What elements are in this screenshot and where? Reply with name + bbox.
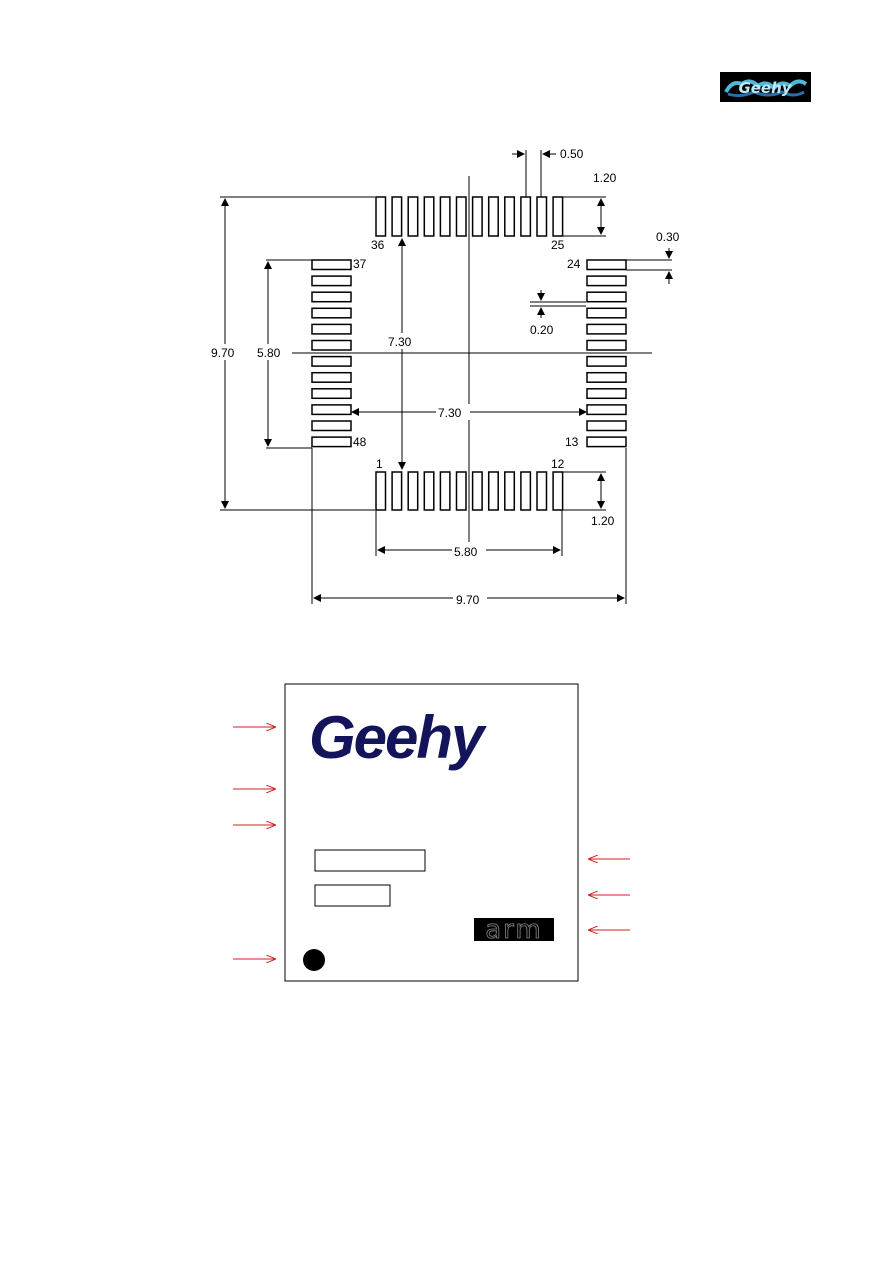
pin-label-12: 12 [551,457,565,471]
pad-top [552,196,564,237]
pad-bottom [423,471,435,511]
pad-bottom [487,471,499,511]
pad-right [586,291,627,303]
pad-left [311,307,352,319]
dim-outer-horizontal: 9.70 [456,593,480,607]
pin-label-1: 1 [376,457,383,471]
dim-inner-horizontal: 7.30 [438,406,462,420]
pad-top [375,196,387,237]
pad-left [311,371,352,383]
pin-label-25: 25 [551,238,565,252]
pin-label-13: 13 [565,435,579,449]
pad-left [311,291,352,303]
annotation-arrows [233,727,630,959]
chip-brand-logo: Geehy [309,704,487,771]
pin-label-48: 48 [353,435,367,449]
pad-left [311,339,352,351]
pad-right [586,323,627,335]
pad-bottom [552,471,564,511]
pads-right-column [586,259,627,448]
pad-bottom [391,471,403,511]
pad-left [311,420,352,432]
pad-bottom [407,471,419,511]
pad-left [311,404,352,416]
pads-left-column [311,259,352,448]
pad-bottom [520,471,532,511]
pad-top [487,196,499,237]
dim-outer-vertical: 9.70 [211,346,235,360]
pad-left [311,355,352,367]
pad-top [439,196,451,237]
pads-bottom-row [375,471,564,511]
pad-top [520,196,532,237]
pad-top [391,196,403,237]
pin-label-37: 37 [353,257,367,271]
dim-row-horizontal: 5.80 [454,545,478,559]
pad-right [586,388,627,400]
pad-left [311,323,352,335]
pad-left [311,436,352,448]
pad-top [536,196,548,237]
pad-top [455,196,467,237]
marking-field-long [314,849,426,872]
pad-right [586,275,627,287]
pad-bottom [536,471,548,511]
pad-right [586,339,627,351]
pad-top [471,196,483,237]
dim-pad-length-top: 1.20 [593,171,617,185]
pad-left [311,388,352,400]
dim-pad-length-bottom: 1.20 [591,514,615,528]
pad-bottom [375,471,387,511]
dimension-arrows [221,150,673,602]
pin-label-24: 24 [567,257,581,271]
pad-top [504,196,516,237]
extension-lines [220,150,672,604]
arm-logo-box [474,918,554,941]
pad-right [586,307,627,319]
dim-pad-width: 0.30 [656,230,680,244]
pin1-indicator-dot [303,949,325,971]
pad-bottom [439,471,451,511]
pad-right [586,355,627,367]
pad-right [586,436,627,448]
pad-top [407,196,419,237]
pad-left [311,275,352,287]
pad-right [586,371,627,383]
pad-right [586,259,627,271]
geehy-header-logo: Geehy [720,72,811,102]
dim-row-vertical: 5.80 [257,346,281,360]
pad-top [423,196,435,237]
pads-top-row [375,196,564,237]
pad-bottom [504,471,516,511]
pad-bottom [455,471,467,511]
arm-logo: arm [485,915,543,945]
pad-left [311,259,352,271]
header-logo-text: Geehy [738,79,792,97]
pad-bottom [471,471,483,511]
pin-label-36: 36 [371,238,385,252]
dim-pitch: 0.50 [560,147,584,161]
dim-pad-gap: 0.20 [530,323,554,337]
marking-field-short [314,884,391,907]
pad-right [586,404,627,416]
chip-marking-outline [284,683,579,982]
pad-right [586,420,627,432]
dim-inner-vertical: 7.30 [388,335,412,349]
